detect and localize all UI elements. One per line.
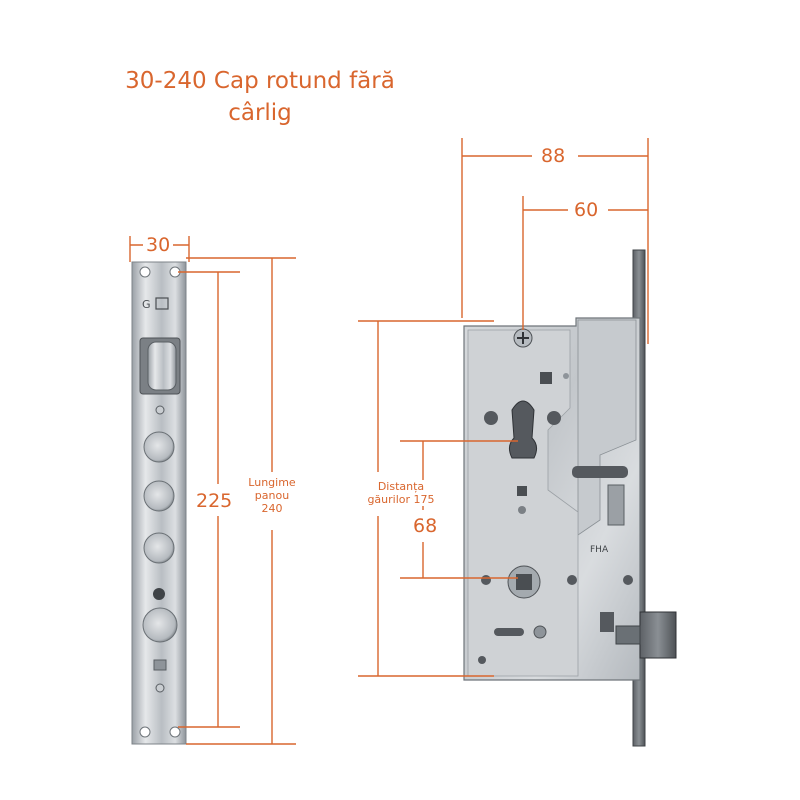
holes-distance-note: Distanța găurilor 175 — [346, 480, 456, 506]
holes-distance-line-2: găurilor 175 — [367, 493, 435, 506]
lock-body: FHA — [463, 249, 677, 747]
svg-text:G: G — [142, 298, 151, 311]
panel-length-line-3: 240 — [261, 502, 283, 515]
panel-length-note: Lungime panou 240 — [238, 476, 306, 515]
faceplate-width-label: 30 — [143, 234, 174, 256]
hole-spacing-label: 225 — [193, 490, 236, 512]
body-width-label: 88 — [538, 145, 569, 167]
backset-label: 60 — [571, 199, 602, 221]
panel-length-line-2: panou — [254, 489, 290, 502]
lock-dimension-lines — [358, 138, 649, 677]
product-title-line-2: cârlig — [228, 100, 292, 126]
holes-distance-line-1: Distanța — [377, 480, 425, 493]
faceplate: G — [131, 261, 187, 745]
center-distance-label: 68 — [410, 515, 441, 537]
panel-length-line-1: Lungime — [248, 476, 296, 489]
faceplate-dimension-lines — [129, 236, 296, 745]
svg-text:FHA: FHA — [590, 545, 609, 555]
product-title-line-1: 30-240 Cap rotund fără — [125, 68, 395, 94]
